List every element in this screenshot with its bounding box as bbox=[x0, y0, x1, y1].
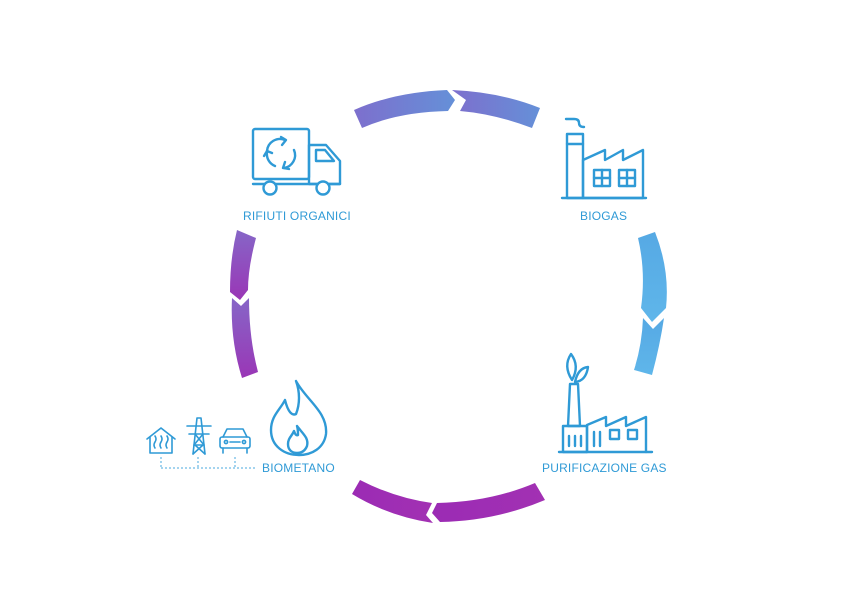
step-label-purificazione-gas: PURIFICAZIONE GAS bbox=[542, 461, 667, 475]
car-icon bbox=[219, 428, 251, 454]
step-label-biometano: BIOMETANO bbox=[262, 461, 335, 475]
arc-right-arrow bbox=[634, 232, 667, 375]
house-heating-icon bbox=[146, 427, 176, 454]
step-label-biogas: BIOGAS bbox=[580, 209, 628, 223]
plant-factory-icon bbox=[557, 352, 654, 454]
uses-connector bbox=[160, 457, 257, 469]
arc-left-arrow bbox=[230, 230, 258, 378]
power-pylon-icon bbox=[186, 417, 212, 455]
arc-bottom-arrow bbox=[352, 480, 545, 523]
flame-icon bbox=[269, 379, 328, 457]
factory-icon bbox=[560, 117, 648, 200]
step-label-rifiuti-organici: RIFIUTI ORGANICI bbox=[243, 209, 351, 223]
arc-top-arrow bbox=[354, 90, 540, 128]
truck-recycle-icon bbox=[251, 127, 342, 196]
